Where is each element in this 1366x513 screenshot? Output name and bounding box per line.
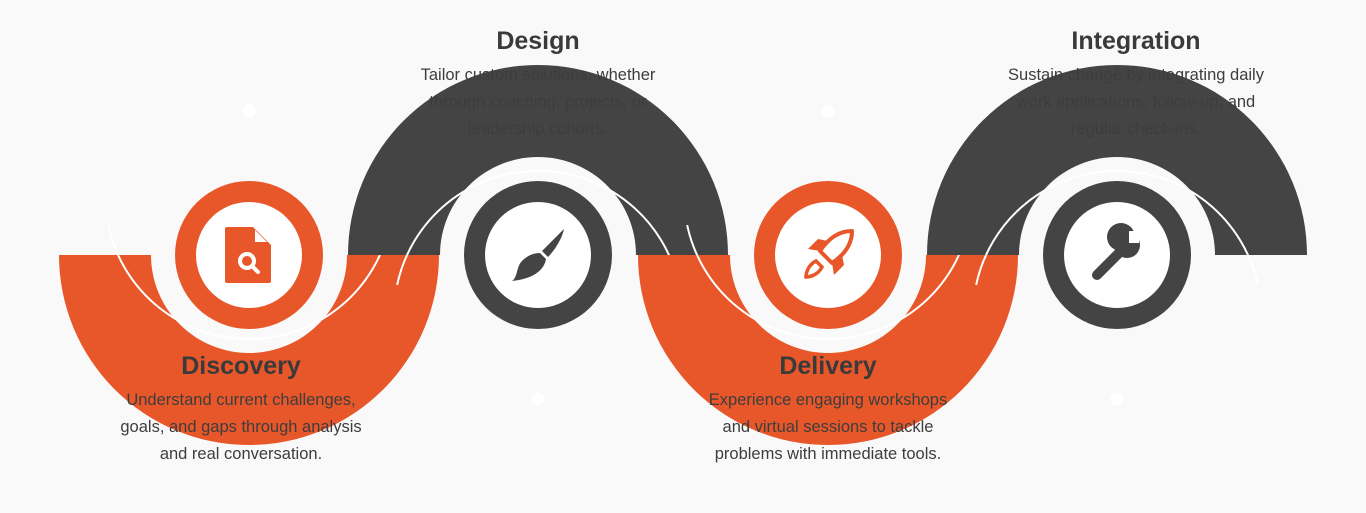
step-title: Design xyxy=(496,27,580,55)
paintbrush-icon xyxy=(512,229,564,281)
step-title: Integration xyxy=(1071,27,1201,55)
icon-background xyxy=(775,202,881,308)
arc-marker-dot xyxy=(1110,392,1124,406)
arc-guide-line xyxy=(396,169,680,286)
arc-guide-line xyxy=(107,224,391,341)
document-search-icon xyxy=(225,227,271,283)
arc-guide-line xyxy=(975,169,1259,286)
arc-marker-dot xyxy=(242,104,256,118)
arc-marker-dot xyxy=(531,392,545,406)
step-description: Sustain change by integrating daily work… xyxy=(1008,66,1264,138)
wrench-icon xyxy=(1092,223,1140,280)
step-integration: Integration Sustain change by integratin… xyxy=(966,27,1306,143)
arc-guide-line xyxy=(686,224,970,341)
arc-marker-dot xyxy=(821,104,835,118)
step-description: Tailor custom solutions, whether through… xyxy=(420,66,656,138)
step-title: Discovery xyxy=(181,352,301,380)
step-discovery: Discovery Understand current challenges,… xyxy=(71,352,411,468)
step-description: Experience engaging workshops and virtua… xyxy=(708,391,948,463)
step-delivery: Delivery Experience engaging workshops a… xyxy=(658,352,998,468)
step-description: Understand current challenges, goals, an… xyxy=(120,391,362,463)
step-title: Delivery xyxy=(779,352,877,380)
step-design: Design Tailor custom solutions, whether … xyxy=(368,27,708,143)
rocket-icon xyxy=(804,229,854,279)
